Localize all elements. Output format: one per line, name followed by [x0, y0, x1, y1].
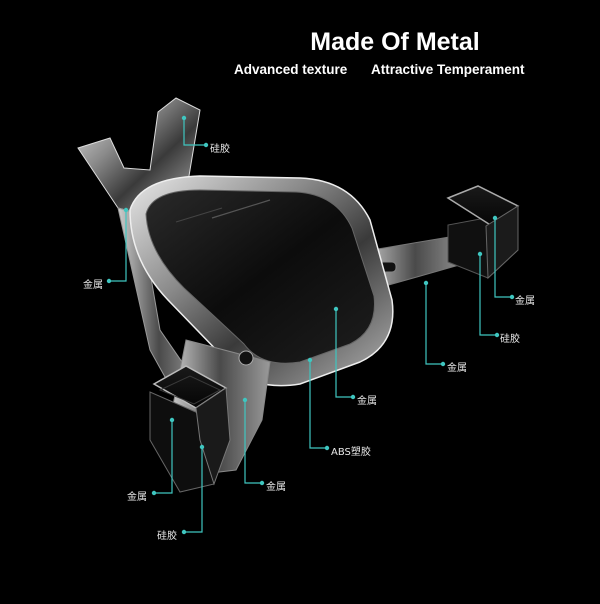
- callout-dot: [440, 361, 446, 367]
- callout-dot: [333, 306, 339, 312]
- callout-leader-line: [184, 447, 203, 533]
- callout-leader-line: [425, 283, 443, 365]
- callout-leader-line: [154, 420, 173, 494]
- callout-label: 金属: [83, 280, 103, 291]
- callout-dot: [423, 280, 429, 286]
- feature-advanced-texture: Advanced texture: [234, 62, 348, 77]
- callout-dot: [307, 357, 313, 363]
- callout-dot: [477, 251, 483, 257]
- callout-dot: [242, 397, 248, 403]
- callout-dot: [169, 417, 175, 423]
- callout-dot: [106, 278, 112, 284]
- headline: Made Of Metal: [310, 28, 480, 56]
- callout-dot: [259, 480, 265, 486]
- callout-dot: [151, 490, 157, 496]
- callout-leader-line: [109, 210, 127, 282]
- callout-dot: [181, 529, 187, 535]
- callout-leader-line: [309, 360, 327, 449]
- callout-label: 金属: [357, 396, 377, 407]
- callout-leader-line: [183, 118, 206, 146]
- cradle-body: [129, 175, 394, 387]
- callout-label: 硅胶: [210, 144, 230, 155]
- right-silicone-pad: [446, 185, 520, 280]
- callout-leader-line: [244, 400, 262, 484]
- callout-dot: [181, 115, 187, 121]
- callout-label: 金属: [447, 363, 467, 374]
- callout-dot: [350, 394, 356, 400]
- callout-label: 金属: [266, 482, 286, 493]
- callout-label: 硅胶: [500, 334, 520, 345]
- callout-label: 金属: [127, 492, 147, 503]
- brand-text-mark: [175, 199, 271, 223]
- left-silicone-pad: [149, 365, 231, 493]
- callout-leader-line: [335, 309, 353, 398]
- callout-dot: [494, 332, 500, 338]
- callout-dot: [203, 142, 209, 148]
- callout-label: ABS塑胶: [331, 447, 371, 458]
- callout-dot: [199, 444, 205, 450]
- feature-attractive-temperament: Attractive Temperament: [371, 62, 525, 77]
- callout-leader-line: [479, 254, 497, 336]
- callout-leader-line: [494, 218, 512, 298]
- callout-dot: [492, 215, 498, 221]
- callout-dot: [324, 445, 330, 451]
- callout-label: 硅胶: [157, 531, 177, 542]
- callout-label: 金属: [515, 296, 535, 307]
- callout-dot: [123, 207, 129, 213]
- callout-dot: [509, 294, 515, 300]
